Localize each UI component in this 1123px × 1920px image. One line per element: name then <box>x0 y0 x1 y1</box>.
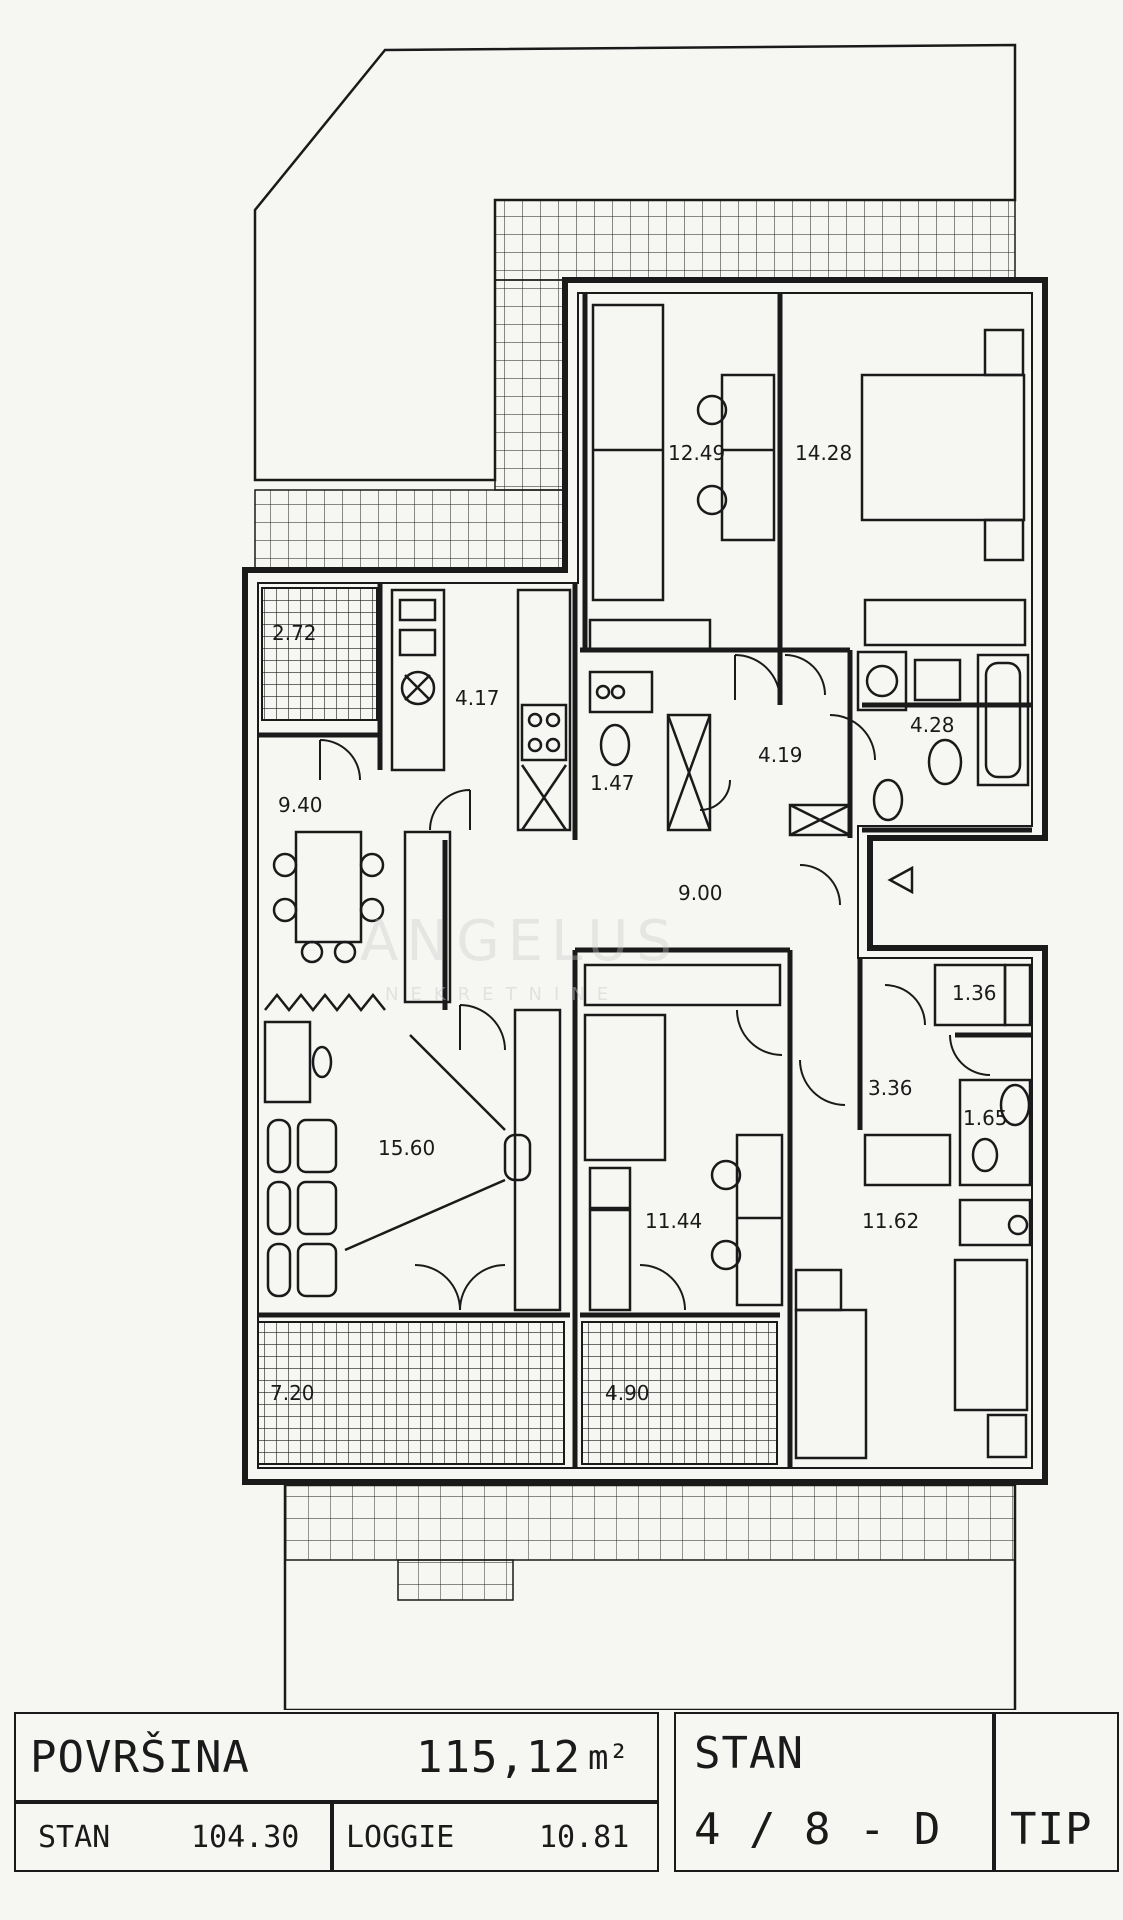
room-label-4-90: 4.90 <box>605 1381 650 1405</box>
area-summary-table: POVRŠINA 115,12 m² STAN 104.30 LOGGIE 10… <box>14 1712 1123 1882</box>
loggia-tiles-1 <box>257 1321 565 1465</box>
room-label-15-60: 15.60 <box>378 1136 435 1160</box>
stan-code-cell: STAN 4 / 8 - D <box>674 1712 994 1872</box>
stan-area-label: STAN <box>38 1820 111 1855</box>
room-label-4-19: 4.19 <box>758 743 803 767</box>
loggie-label: LOGGIE <box>346 1820 455 1855</box>
entrance-marker <box>887 865 914 895</box>
povrsina-unit: m² <box>588 1738 629 1778</box>
stan-code: 4 / 8 - D <box>694 1804 942 1855</box>
room-label-14-28: 14.28 <box>795 441 852 465</box>
stan-title: STAN <box>694 1728 804 1779</box>
room-label-1-36: 1.36 <box>952 981 997 1005</box>
room-label-1-47: 1.47 <box>590 771 635 795</box>
floor-plan: ANGELUS NEKRETNINE 12.49 14.28 2.72 4.17… <box>242 43 1048 1710</box>
stan-area-value: 104.30 <box>191 1820 300 1855</box>
stan-area-cell: STAN 104.30 <box>14 1802 332 1872</box>
loggie-cell: LOGGIE 10.81 <box>332 1802 659 1872</box>
watermark-sub: NEKRETNINE <box>385 984 620 1005</box>
povrsina-value: 115,12 <box>416 1732 581 1783</box>
povrsina-label: POVRŠINA <box>30 1732 250 1783</box>
loggie-value: 10.81 <box>539 1820 630 1855</box>
room-label-4-17: 4.17 <box>455 686 500 710</box>
room-label-2-72: 2.72 <box>272 621 317 645</box>
terrace-tiles-left <box>254 489 566 571</box>
room-label-9-00: 9.00 <box>678 881 723 905</box>
apartment-outer-wall <box>242 277 1048 1485</box>
room-label-1-65: 1.65 <box>963 1106 1008 1130</box>
room-label-11-44: 11.44 <box>645 1209 702 1233</box>
room-label-12-49: 12.49 <box>668 441 725 465</box>
tip-label: TIP <box>1010 1804 1093 1855</box>
povrsina-cell: POVRŠINA 115,12 m² <box>14 1712 659 1802</box>
room-label-4-28: 4.28 <box>910 713 955 737</box>
tip-cell: TIP <box>994 1712 1119 1872</box>
room-label-7-20: 7.20 <box>270 1381 315 1405</box>
watermark-name: ANGELUS <box>360 909 680 974</box>
loggia-tiles-2 <box>581 1321 778 1465</box>
room-label-11-62: 11.62 <box>862 1209 919 1233</box>
storage-tiles <box>261 587 378 721</box>
room-label-9-40: 9.40 <box>278 793 323 817</box>
terrace-tiles-upper <box>494 199 1016 281</box>
room-label-3-36: 3.36 <box>868 1076 913 1100</box>
